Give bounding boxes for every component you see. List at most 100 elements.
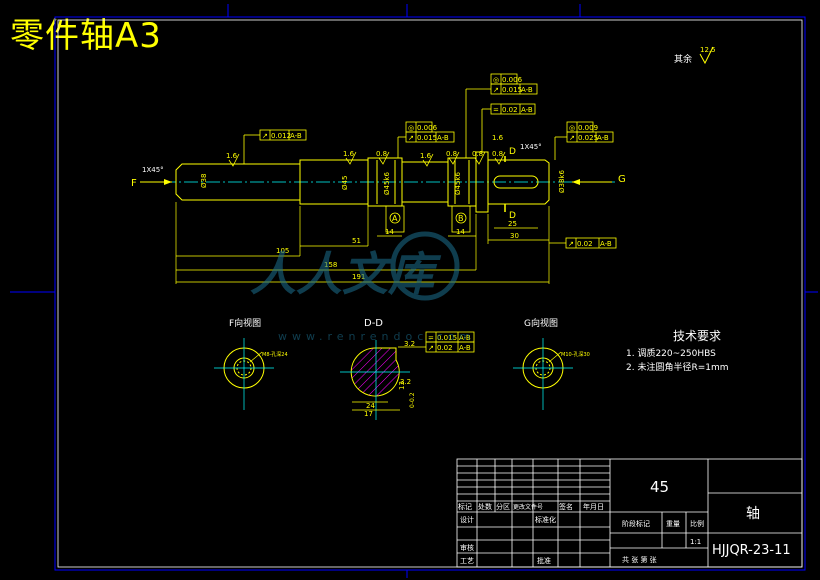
- dimension-lines: [175, 202, 550, 284]
- tolerance-value: 0.009: [578, 124, 598, 132]
- tb-sheets: 共 张 第 张: [622, 555, 657, 564]
- f-hole-note: M8-孔深24: [262, 351, 288, 358]
- watermark: 人人文库 www.renrendoc.com: [250, 231, 475, 343]
- dim-02: 0-0.2: [409, 392, 416, 408]
- rough-rest-label: 其余: [674, 53, 692, 65]
- tb-weight-label: 重量: [666, 520, 680, 528]
- datum-a: A: [392, 214, 398, 223]
- tb-part-name: 轴: [746, 506, 760, 522]
- section-dd-label: D-D: [364, 318, 383, 329]
- f-view: [214, 338, 274, 410]
- roughness-value: 1.6: [420, 152, 432, 160]
- tech-item: 2. 未注圆角半径R=1mm: [626, 361, 729, 373]
- tolerance-ref: A-B: [600, 240, 612, 248]
- roughness-value: 0.8: [376, 150, 387, 158]
- roughness-value: 0.8: [472, 150, 483, 158]
- dim-14a: 14: [385, 228, 394, 236]
- tolerance-value: 0.02: [577, 240, 593, 248]
- rough-rest-value: 12.5: [700, 46, 716, 54]
- dim-158: 158: [324, 261, 337, 269]
- g-arrow-head-icon: [572, 179, 580, 185]
- tolerance-value: 0.02: [437, 344, 453, 352]
- tolerance-value: 0.015: [417, 134, 437, 142]
- tolerance-symbol-icon: ↗: [262, 132, 268, 140]
- tolerance-symbol-icon: =: [493, 106, 499, 114]
- tech-heading: 技术要求: [673, 329, 721, 343]
- diameter-1: Ø38: [200, 174, 208, 188]
- tb-header: 分区: [496, 502, 510, 511]
- dim-17: 17: [364, 410, 373, 418]
- roughness-value: 3.2: [400, 378, 411, 386]
- diameter-4: Ø45k6: [454, 172, 462, 195]
- tolerance-symbol-icon: ◎: [569, 124, 575, 132]
- tolerance-value: 0.012: [271, 132, 291, 140]
- tolerance-ref: A-B: [597, 134, 609, 142]
- dim-105: 105: [276, 247, 289, 255]
- tolerance-symbol-icon: ↗: [428, 344, 434, 352]
- tolerance-value: 0.015: [437, 334, 457, 342]
- diameter-2: Ø45: [341, 176, 349, 190]
- g-view: [513, 338, 573, 410]
- dim-30: 30: [510, 232, 519, 240]
- tolerance-symbol-icon: ↗: [408, 134, 414, 142]
- dim-24: 24: [366, 402, 375, 410]
- tb-header: 标记: [458, 502, 472, 511]
- shaft-outline: [175, 151, 550, 213]
- watermark-text: 人人文库: [250, 247, 442, 301]
- title-block: [456, 458, 803, 568]
- tb-role: 批准: [537, 556, 551, 565]
- roughness-value: 0.8: [446, 150, 457, 158]
- tolerance-symbol-icon: ↗: [568, 240, 574, 248]
- tb-header: 签名: [559, 502, 573, 511]
- roughness-symbols: [228, 151, 506, 167]
- roughness-marks: 1.6 1.6 0.8 1.6 0.8 0.8 1.6 0.8: [226, 134, 504, 160]
- tb-material: 45: [650, 478, 669, 496]
- roughness-value: 1.6: [492, 134, 504, 142]
- tb-role: 工艺: [460, 557, 474, 565]
- tolerance-value: 0.006: [502, 76, 523, 84]
- roughness-value: 1.6: [226, 152, 238, 160]
- section-mark-bottom: D: [509, 211, 516, 221]
- tb-header: 更改文件号: [513, 503, 543, 511]
- tolerance-ref: A-B: [521, 86, 533, 94]
- f-marker: F: [131, 178, 137, 189]
- page-title: 零件轴A3: [10, 16, 162, 56]
- tolerance-symbol-icon: ◎: [493, 76, 499, 84]
- tolerance-value: 0.025: [578, 134, 598, 142]
- tech-item: 1. 调质220~250HBS: [626, 347, 716, 359]
- tolerance-value: 0.006: [417, 124, 438, 132]
- roughness-symbol-icon: [699, 46, 714, 65]
- tb-header: 年月日: [583, 502, 604, 511]
- datum-b: B: [458, 214, 464, 223]
- watermark-url: www.renrendoc.com: [278, 330, 475, 343]
- g-view-label: G向视图: [524, 317, 558, 329]
- diameter-3: Ø45k6: [383, 172, 391, 195]
- tb-scale: 1:1: [690, 538, 701, 546]
- roughness-value: 1.6: [343, 150, 355, 158]
- dim-13: 13: [398, 381, 406, 390]
- tolerance-ref: A-B: [290, 132, 302, 140]
- diameter-5: Ø38k6: [558, 170, 566, 193]
- dim-14b: 14: [456, 228, 465, 236]
- roughness-value: 3.2: [404, 340, 415, 348]
- tb-header: 处数: [478, 502, 492, 511]
- inner-frame: [57, 19, 803, 568]
- f-view-label: F向视图: [229, 317, 261, 329]
- f-arrow-head-icon: [164, 179, 172, 185]
- tolerance-symbol-icon: ↗: [493, 86, 499, 94]
- tolerance-ref: A-B: [459, 334, 471, 342]
- dim-51: 51: [352, 237, 361, 245]
- tb-role: 标准化: [535, 515, 556, 524]
- dim-25: 25: [508, 220, 517, 228]
- tb-stage-label: 阶段标记: [622, 519, 650, 528]
- section-mark-top: D: [509, 147, 516, 157]
- tolerance-ref: A-B: [521, 106, 533, 114]
- sheet-border: [10, 4, 818, 578]
- tolerance-symbol-icon: ◎: [408, 124, 414, 132]
- datum-markers: [385, 205, 471, 233]
- g-hole-note: M10-孔深30: [561, 351, 590, 358]
- chamfer-right: 1X45°: [520, 143, 542, 151]
- tb-drawing-no: HJJQR-23-11: [712, 543, 791, 558]
